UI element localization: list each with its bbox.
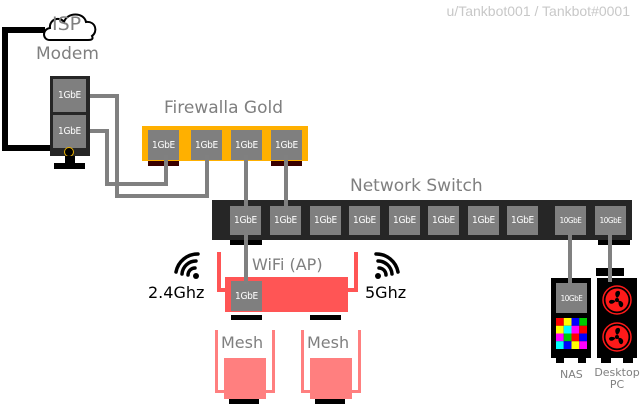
mesh-antenna-left xyxy=(301,330,304,392)
switch-port-3: 1GbE xyxy=(310,206,341,235)
desktop-foot-right xyxy=(623,358,633,363)
firewall-port-1: 1GbE xyxy=(148,130,179,160)
mesh-body xyxy=(224,358,266,399)
mesh-foot xyxy=(229,399,259,404)
fan-icons xyxy=(602,285,632,352)
nas-drive-cell xyxy=(556,325,564,334)
credit-text: u/Tankbot001 / Tankbot#0001 xyxy=(446,3,630,19)
switch-label: Network Switch xyxy=(350,176,483,196)
nas-drive-cell xyxy=(563,333,572,342)
nas-drive-cell xyxy=(571,333,580,342)
nas-drive-cell xyxy=(579,341,587,349)
nas-drive-cell xyxy=(571,325,580,334)
isp-uplink-wire xyxy=(2,27,62,151)
nas-drive-cell xyxy=(563,325,572,334)
mesh-unit-1: Mesh xyxy=(215,330,277,405)
nas-foot-right xyxy=(578,358,586,363)
mesh-unit-2: Mesh xyxy=(301,330,363,405)
nas-drive-cell xyxy=(563,318,572,326)
firewall-foot-left xyxy=(148,161,179,166)
modem-port-1: 1GbE xyxy=(53,79,86,112)
mesh-body xyxy=(310,358,352,399)
nas-drive-cell xyxy=(579,333,587,342)
cloud-icon xyxy=(43,13,97,41)
desktop-label-line2: PC xyxy=(609,378,625,391)
fan-icon xyxy=(602,285,632,315)
mesh-antenna-right xyxy=(358,330,361,392)
nas-foot-left xyxy=(556,358,564,363)
band-24ghz-label: 2.4Ghz xyxy=(148,283,205,302)
mesh-foot xyxy=(315,399,345,404)
mesh-label: Mesh xyxy=(221,333,264,352)
wire-stub xyxy=(608,268,612,282)
mesh-antenna-left xyxy=(215,330,218,392)
wifi-signal-left-icon xyxy=(174,252,200,279)
nas-drive-cell xyxy=(571,341,580,349)
switch-port-4: 1GbE xyxy=(349,206,380,235)
wifi-signal-right-icon xyxy=(374,252,400,279)
switch-port-5: 1GbE xyxy=(389,206,420,235)
switch-port-8: 1GbE xyxy=(507,206,538,235)
nas-drive-cell xyxy=(571,318,580,326)
wifi-foot-left xyxy=(231,315,262,320)
switch-port-7: 1GbE xyxy=(468,206,499,235)
modem-port-2: 1GbE xyxy=(53,115,86,148)
isp-label: ISP xyxy=(52,13,82,35)
band-5ghz-label: 5Ghz xyxy=(365,283,407,302)
firewall-label: Firewalla Gold xyxy=(164,98,284,118)
modem-stand-base xyxy=(54,163,85,169)
wifi-label: WiFi (AP) xyxy=(252,255,323,274)
nas-drive-cell xyxy=(579,318,587,326)
nas-port: 10GbE xyxy=(556,283,587,313)
nas-drive-cell xyxy=(556,333,564,342)
switch-port-6: 1GbE xyxy=(428,206,459,235)
modem-to-firewall-wire-2 xyxy=(90,129,168,186)
wire-stub xyxy=(568,276,572,286)
modem-stand xyxy=(65,156,75,164)
wifi-port: 1GbE xyxy=(231,281,262,311)
nas-drive-cell xyxy=(556,318,564,326)
wire-stub xyxy=(244,200,248,212)
desktop-label-line1: Desktop xyxy=(594,366,640,379)
fan-icon xyxy=(602,322,632,352)
desktop-foot-left xyxy=(601,358,611,363)
wire-stub xyxy=(205,155,209,167)
wire-stub xyxy=(284,200,288,212)
nas-drive-cell xyxy=(563,341,572,349)
wire-stub xyxy=(608,230,612,248)
switch-foot-right xyxy=(598,240,630,245)
wire-stub xyxy=(244,270,248,284)
wire-stub xyxy=(244,155,248,167)
modem-to-firewall-wire-1 xyxy=(90,94,209,198)
wire-stub xyxy=(244,230,248,248)
nas-drive-cell xyxy=(579,325,587,334)
wire-stub xyxy=(164,155,168,167)
wire-stub xyxy=(284,155,288,167)
wire-stub xyxy=(568,230,572,248)
mesh-label: Mesh xyxy=(307,333,350,352)
wifi-antenna-right xyxy=(354,252,358,292)
wifi-foot-right xyxy=(310,315,341,320)
nas-label: NAS xyxy=(560,368,583,381)
wifi-antenna-left xyxy=(217,252,221,292)
nas-drive-grid xyxy=(556,318,587,349)
modem-label: Modem xyxy=(36,44,99,64)
nas-drive-cell xyxy=(556,341,564,349)
mesh-antenna-right xyxy=(272,330,275,392)
desktop-label: Desktop PC xyxy=(591,367,640,391)
